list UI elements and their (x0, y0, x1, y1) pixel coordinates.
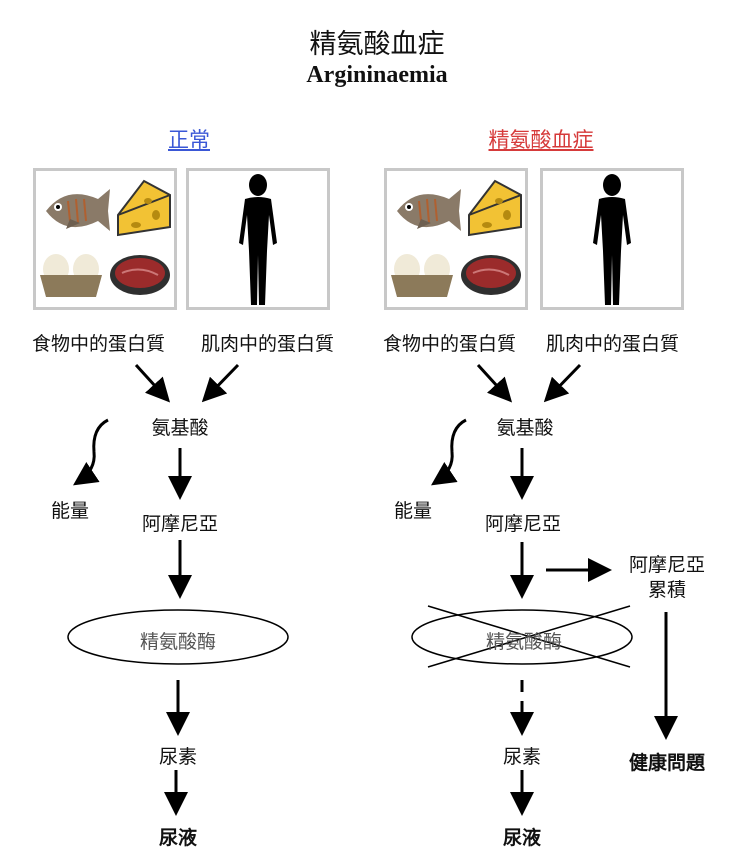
label-food-protein-disease: 食物中的蛋白質 (383, 333, 517, 355)
title-chinese: 精氨酸血症 (309, 29, 445, 60)
fish-icon (46, 189, 110, 231)
label-enzyme-disease: 精氨酸酶 (485, 631, 563, 653)
label-urine-disease: 尿液 (502, 827, 542, 849)
heading-disease[interactable]: 精氨酸血症 (488, 128, 594, 152)
label-energy-disease: 能量 (393, 500, 433, 522)
label-muscle-protein-disease: 肌肉中的蛋白質 (546, 333, 680, 355)
arrow-muscle-to-amino-disease (543, 363, 582, 403)
steak-icon (110, 255, 170, 295)
label-food-protein-normal: 食物中的蛋白質 (32, 333, 166, 355)
enzyme-oval-disease (411, 609, 633, 665)
title-english: Argininaemia (306, 62, 448, 88)
human-silhouette-icon (593, 174, 631, 305)
label-urea-normal: 尿素 (158, 746, 198, 768)
enzyme-cross-line-2 (427, 605, 631, 668)
label-ammonia-disease: 阿摩尼亞 (484, 513, 562, 535)
arrow-amino-to-energy-disease (431, 418, 467, 486)
cheese-icon (117, 179, 171, 237)
steak-icon (461, 255, 521, 295)
label-amino-acid-normal: 氨基酸 (151, 417, 209, 439)
arrow-muscle-to-amino-normal (201, 363, 240, 403)
label-ammonia-normal: 阿摩尼亞 (141, 513, 219, 535)
label-urine-normal: 尿液 (158, 827, 198, 849)
label-energy-normal: 能量 (50, 500, 90, 522)
food-box-normal (33, 168, 177, 310)
cheese-icon (468, 179, 522, 237)
human-silhouette-icon (239, 174, 277, 305)
label-accumulation-line1: 阿摩尼亞 (628, 554, 706, 576)
fish-icon (397, 189, 461, 231)
label-accumulation-line2: 累積 (647, 579, 687, 601)
label-health-problems: 健康問題 (628, 752, 706, 774)
eggs-icon (40, 254, 102, 297)
muscle-box-normal (186, 168, 330, 310)
label-amino-acid-disease: 氨基酸 (496, 417, 554, 439)
arrow-food-to-amino-normal (134, 363, 171, 403)
muscle-box-disease (540, 168, 684, 310)
eggs-icon (391, 254, 453, 297)
heading-normal[interactable]: 正常 (168, 128, 210, 152)
label-urea-disease: 尿素 (502, 746, 542, 768)
arrow-amino-to-energy-normal (73, 418, 109, 486)
label-enzyme-normal: 精氨酸酶 (139, 631, 217, 653)
food-box-disease (384, 168, 528, 310)
enzyme-oval-normal (67, 609, 289, 665)
arrow-food-to-amino-disease (476, 363, 513, 403)
label-muscle-protein-normal: 肌肉中的蛋白質 (201, 333, 335, 355)
